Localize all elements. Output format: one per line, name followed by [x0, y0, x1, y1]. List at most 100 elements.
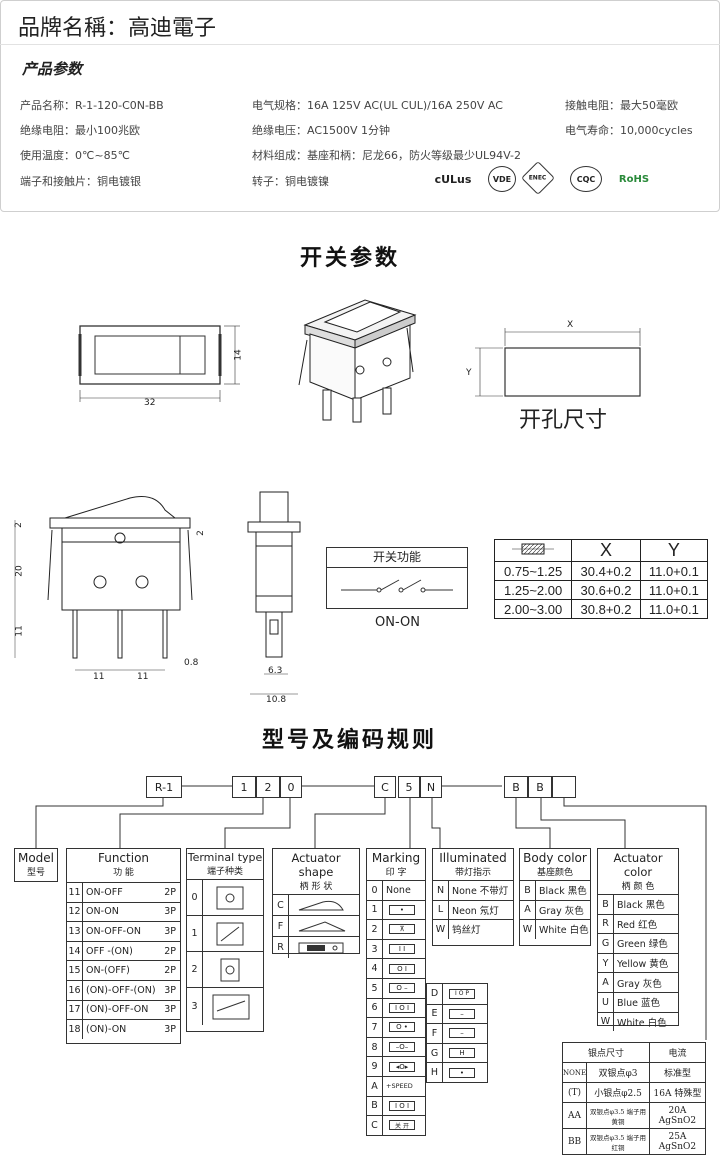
list-item: 16(ON)-OFF-(ON)3P: [67, 979, 180, 1000]
vde-logo: VDE: [488, 166, 516, 192]
param-material: 材料组成：基座和柄：尼龙66，防火等级最少UL94V-2: [252, 149, 522, 162]
table-header-x: X: [571, 539, 641, 562]
marking-symbol: O I: [389, 963, 415, 974]
row-code: R: [273, 937, 289, 958]
row-poles: 2P: [164, 945, 176, 957]
cqc-logo: CQC: [570, 166, 602, 192]
rohs-logo: RoHS: [618, 173, 650, 185]
table-row: NONE 双银点φ3 标准型: [561, 1062, 707, 1083]
function-header: Function: [97, 851, 150, 865]
row-code: 0: [187, 880, 203, 915]
row-value: Yellow 黄色: [617, 959, 669, 971]
row-code: 17: [67, 1000, 83, 1020]
table-cell: 双银点φ3: [586, 1062, 650, 1083]
row-code: C: [273, 895, 289, 915]
row-code: 3: [367, 939, 383, 959]
actuator-shape-c-icon: [298, 900, 344, 911]
dim-x: X: [567, 320, 574, 330]
dim-y: Y: [466, 368, 472, 378]
marking-symbol: –: [449, 1008, 475, 1019]
row-code: 18: [67, 1020, 83, 1039]
row-value: ON-OFF: [86, 886, 123, 898]
dim-11-vertical: 11: [14, 625, 25, 637]
row-code: A: [520, 900, 536, 920]
marking-symbol: I I: [389, 944, 415, 955]
table-cell: 25A AgSnO2: [648, 1128, 707, 1155]
switch-function-box: 开关功能: [326, 547, 468, 609]
list-item: 4 O I: [367, 958, 425, 978]
end-view-drawing: [247, 491, 301, 695]
list-item: 2: [187, 951, 263, 987]
table-cell: 30.8+0.2: [571, 599, 641, 619]
dim-11-right: 11: [137, 672, 149, 682]
terminal-icon-2: [220, 958, 240, 981]
param-insulation-resistance: 绝缘电阻：最小100兆欧: [20, 124, 140, 137]
row-code: 5: [367, 978, 383, 998]
table-cell: 1.25~2.00: [493, 580, 573, 600]
dim-2-right: 2: [195, 530, 206, 536]
list-item: 2⊼: [367, 919, 425, 939]
body-color-header-cn: 基座颜色: [536, 868, 573, 878]
row-code: W: [598, 1012, 614, 1032]
row-code: 4: [367, 959, 383, 978]
actuator-color-header-cn: 柄 颜 色: [621, 882, 655, 892]
row-value: Gray 灰色: [617, 978, 662, 990]
table-row: AA 双银点φ3.5 端子用黄铜 20A AgSnO2: [561, 1102, 707, 1129]
row-value: ON-OFF-ON: [86, 925, 141, 937]
marking-symbol: 关 开: [389, 1120, 415, 1131]
table-cell: BB: [561, 1128, 588, 1155]
terminal-icon-1: [216, 922, 244, 945]
row-code: 16: [67, 980, 83, 1000]
illuminated-header: Illuminated: [439, 851, 507, 865]
body-color-header: Body color: [523, 851, 587, 865]
marking-symbol: I O P: [449, 988, 475, 999]
dim-0-8: 0.8: [184, 658, 199, 668]
actuator-shape-r-icon: [298, 942, 344, 953]
marking-symbol: I O I: [389, 1100, 415, 1111]
code-box-function-1: 1: [232, 776, 256, 798]
dim-10-8: 10.8: [266, 695, 287, 705]
row-code: B: [598, 895, 614, 914]
list-item: F–: [427, 1023, 487, 1043]
marking-symbol: O –: [389, 983, 415, 994]
table-cell: 20A AgSnO2: [648, 1102, 707, 1129]
cutout-label: 开孔尺寸: [519, 408, 608, 433]
list-item: E–: [427, 1003, 487, 1024]
table-cell: 30.4+0.2: [571, 561, 641, 581]
row-code: 8: [367, 1037, 383, 1057]
silver-header-size: 银点尺寸: [562, 1042, 650, 1063]
marking-symbol: H: [449, 1048, 475, 1059]
row-value: White 白色: [539, 925, 589, 937]
list-item: A+SPEED: [367, 1075, 425, 1096]
table-cell: AA: [561, 1102, 588, 1129]
row-code: A: [598, 973, 614, 992]
param-electrical: 电气规格：16A 125V AC(UL CUL)/16A 250V AC: [252, 99, 503, 112]
row-code: B: [520, 881, 536, 900]
row-code: W: [520, 920, 536, 939]
marking-header-cn: 印 字: [385, 868, 407, 878]
row-poles: 2P: [164, 965, 176, 977]
row-poles: 2P: [164, 886, 176, 898]
terminal-icon-0: [216, 886, 244, 909]
row-value: Black 黑色: [539, 886, 587, 898]
row-value: (ON)-OFF-(ON): [86, 984, 156, 996]
row-code: B: [367, 1096, 383, 1116]
model-header: Model: [17, 851, 55, 865]
row-code: 2: [187, 952, 203, 987]
table-header-y: Y: [639, 539, 709, 562]
table-cell: 双银点φ3.5 端子用黄铜: [586, 1102, 650, 1129]
coding-title: 型号及编码规则: [262, 728, 438, 753]
